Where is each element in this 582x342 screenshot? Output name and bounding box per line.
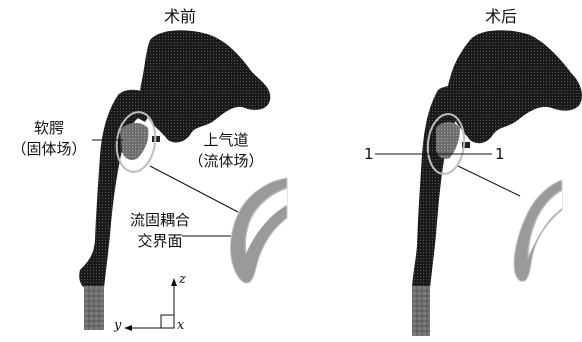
soft-palate-label: 软腭 （固体场） bbox=[0, 120, 98, 158]
fsi-interface-label-line1: 流固耦合 bbox=[120, 212, 200, 229]
fsi-interface-label: 流固耦合 交界面 bbox=[120, 212, 200, 250]
upper-airway-label-line2: （流体场） bbox=[176, 153, 276, 170]
upper-airway-label-line1: 上气道 bbox=[176, 132, 276, 149]
axis-y-label: y bbox=[114, 318, 121, 333]
section-marker-left: 1 bbox=[364, 146, 374, 163]
soft-palate-label-line1: 软腭 bbox=[0, 120, 98, 137]
post-op-nasal-cavity bbox=[447, 30, 582, 143]
fsi-interface-label-line2: 交界面 bbox=[120, 233, 200, 250]
post-op-soft-palate bbox=[436, 122, 460, 159]
coordinate-axes bbox=[124, 278, 177, 331]
post-op-title: 术后 bbox=[485, 8, 517, 25]
pre-op-soft-palate bbox=[120, 123, 148, 160]
post-op-callout-leader bbox=[458, 166, 520, 196]
axis-x-label: x bbox=[177, 318, 184, 333]
soft-palate-label-line2: （固体场） bbox=[0, 141, 98, 158]
upper-airway-label: 上气道 （流体场） bbox=[176, 132, 276, 170]
section-marker-right: 1 bbox=[495, 146, 505, 163]
axis-z-label: z bbox=[179, 272, 186, 287]
pre-op-title: 术前 bbox=[164, 8, 196, 25]
pre-op-callout-leader bbox=[150, 166, 238, 212]
post-op-pharynx bbox=[412, 90, 458, 288]
pre-op-nasal-cavity bbox=[140, 30, 270, 142]
pre-op-palate-inset bbox=[230, 178, 287, 283]
post-op-palate-inset bbox=[514, 180, 562, 281]
